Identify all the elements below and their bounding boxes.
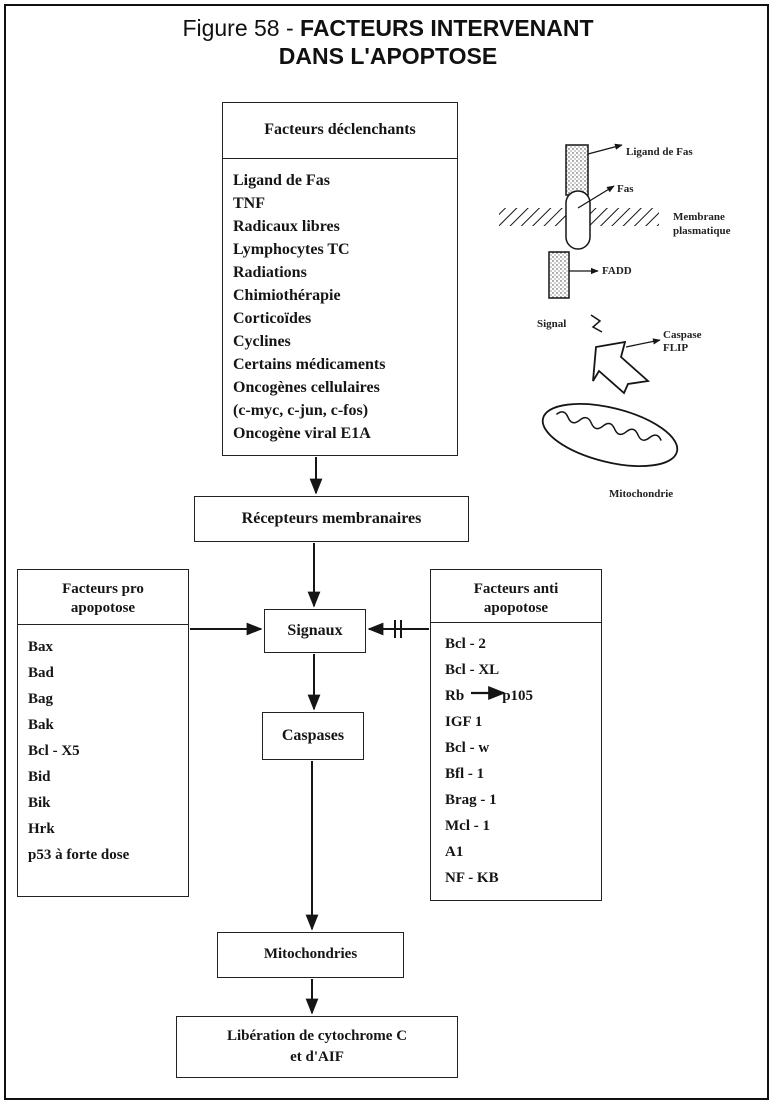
anti-header: Facteurs anti apopotose: [431, 580, 601, 618]
trigger-item: Oncogènes cellulaires: [233, 379, 380, 396]
label-mitochondrie: Mitochondrie: [609, 488, 674, 500]
label-caspase-line-2: FLIP: [663, 342, 689, 354]
pro-separator: [18, 624, 188, 625]
anti-item: Bcl - XL: [445, 662, 500, 678]
receptors-box: Récepteurs membranaires: [194, 496, 469, 542]
anti-item-rb: Rb: [445, 688, 465, 704]
pro-list: Bax Bad Bag Bak Bcl - X5 Bid Bik Hrk p53…: [28, 634, 129, 868]
label-fas: Fas: [617, 183, 634, 195]
pro-item: Bcl - X5: [28, 743, 80, 759]
fas-pathway-illustration: [499, 143, 679, 467]
anti-item: Bcl - w: [445, 740, 490, 756]
pro-item: Bag: [28, 691, 54, 707]
signal-squiggle: [590, 314, 603, 333]
label-membrane-line-1: Membrane: [673, 211, 725, 223]
trigger-item: Radiations: [233, 264, 307, 281]
pro-item: Bak: [28, 717, 54, 733]
release-line-2: et d'AIF: [290, 1049, 344, 1065]
pro-item: Bik: [28, 795, 51, 811]
mitochondrie-cristae: [555, 411, 662, 441]
anti-list: Bcl - 2 Bcl - XL Rb p105 IGF 1 Bcl - w Bf…: [445, 631, 533, 891]
trigger-item: Ligand de Fas: [233, 172, 330, 189]
caspases-label: Caspases: [281, 727, 345, 744]
caspase-block-arrow: [592, 340, 651, 395]
receptors-label: Récepteurs membranaires: [241, 510, 422, 527]
mitochondries-label: Mitochondries: [263, 946, 358, 962]
label-ligand-de-fas: Ligand de Fas: [626, 146, 693, 158]
triggers-separator: [223, 158, 457, 159]
fas-receptor-shape: [565, 190, 591, 250]
signals-box: Signaux: [264, 609, 366, 653]
mitochondrie-shape: [541, 403, 679, 467]
figure-number: Figure 58 -: [182, 15, 301, 41]
anti-item: Bcl - 2: [445, 636, 486, 652]
pro-apoptosis-box: Facteurs pro apopotose Bax Bad Bag Bak B…: [17, 569, 189, 897]
triggers-box: Facteurs déclenchants Ligand de Fas TNF …: [222, 102, 458, 456]
trigger-item: Corticoïdes: [233, 310, 312, 327]
anti-item: IGF 1: [445, 714, 483, 730]
anti-separator: [431, 622, 601, 623]
label-membrane-line-2: plasmatique: [673, 225, 731, 237]
figure-title: Figure 58 - FACTEURS INTERVENANT DANS L'…: [0, 14, 776, 70]
label-membrane: Membrane plasmatique: [673, 210, 730, 238]
pro-item: Bad: [28, 665, 54, 681]
anti-item: Brag - 1: [445, 792, 497, 808]
ligand-de-fas-shape: [565, 144, 589, 196]
anti-item: A1: [445, 844, 464, 860]
title-line-2: DANS L'APOPTOSE: [278, 43, 498, 69]
trigger-item: Lymphocytes TC: [233, 241, 350, 258]
anti-apoptosis-box: Facteurs anti apopotose Bcl - 2 Bcl - XL…: [430, 569, 602, 901]
pro-header-line-1: Facteurs pro: [62, 581, 144, 597]
trigger-item: Oncogène viral E1A: [233, 425, 371, 442]
anti-item: NF - KB: [445, 870, 499, 886]
trigger-item: TNF: [233, 195, 265, 212]
pro-item: p53 à forte dose: [28, 847, 130, 863]
anti-item: Rb p105: [445, 683, 533, 709]
fadd-shape: [548, 251, 570, 299]
pro-header: Facteurs pro apopotose: [18, 580, 188, 618]
trigger-item: Radicaux libres: [233, 218, 340, 235]
signals-label: Signaux: [287, 622, 343, 639]
pro-item: Bax: [28, 639, 54, 655]
release-line-1: Libération de cytochrome C: [226, 1028, 408, 1044]
trigger-item: Chimiothérapie: [233, 287, 341, 304]
anti-header-line-2: apopotose: [483, 600, 549, 616]
caspases-box: Caspases: [262, 712, 364, 760]
figure-frame: [4, 4, 769, 1100]
trigger-item: (c-myc, c-jun, c-fos): [233, 402, 369, 419]
anti-item: Mcl - 1: [445, 818, 490, 834]
anti-header-line-1: Facteurs anti: [473, 581, 559, 597]
pro-header-line-2: apopotose: [70, 600, 136, 616]
label-caspase-line-1: Caspase: [663, 329, 702, 341]
trigger-item: Certains médicaments: [233, 356, 386, 373]
triggers-header: Facteurs déclenchants: [264, 121, 416, 138]
anti-item: Bfl - 1: [445, 766, 485, 782]
pro-item: Bid: [28, 769, 51, 785]
release-box: Libération de cytochrome C et d'AIF: [176, 1016, 458, 1078]
rb-target-p105: p105: [502, 688, 534, 704]
trigger-item: Cyclines: [233, 333, 291, 350]
label-caspase-flip: Caspase FLIP: [663, 329, 702, 355]
label-fadd: FADD: [602, 265, 632, 277]
label-signal: Signal: [537, 318, 567, 330]
mitochondries-box: Mitochondries: [217, 932, 404, 978]
title-line-1: FACTEURS INTERVENANT: [300, 15, 594, 41]
pro-item: Hrk: [28, 821, 55, 837]
triggers-list: Ligand de Fas TNF Radicaux libres Lympho…: [233, 169, 385, 445]
